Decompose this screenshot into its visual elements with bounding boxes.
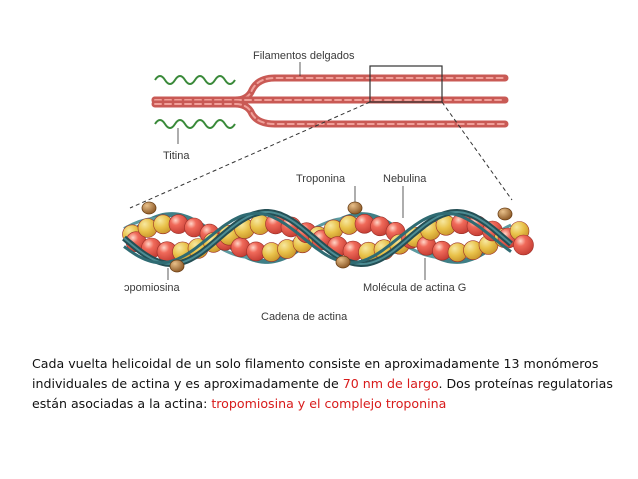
label-nebulin: Nebulina [383, 173, 427, 185]
zoom-box [369, 65, 443, 103]
thin-filament-bundle [151, 74, 509, 128]
troponin-complex [347, 201, 363, 215]
actin-filament-diagram: Filamentos delgados Titina Troponina Neb… [122, 50, 534, 323]
caption-text-1: Cada vuelta helicoidal de un solo filame… [32, 356, 599, 391]
caption: Cada vuelta helicoidal de un solo filame… [32, 354, 622, 414]
tropomyosin-strand-second [123, 211, 512, 265]
troponin-complex [497, 207, 513, 221]
label-troponin: Troponina [296, 173, 346, 185]
caption-text-2: . Dos proteínas regulatorias están asoci… [32, 376, 613, 411]
label-thin-filaments: Filamentos delgados [253, 50, 355, 62]
troponin-complex [141, 201, 157, 215]
zoom-line-right [441, 101, 513, 201]
zoom-line-left [129, 101, 371, 209]
label-titin: Titina [163, 150, 190, 162]
label-actin-g: Molécula de actina G [363, 282, 466, 294]
titin-spring-bottom [154, 119, 236, 129]
thin-filament-overview: Filamentos delgados Titina [129, 50, 513, 209]
troponin-complex [335, 255, 351, 269]
label-actin-chain: Cadena de actina [261, 311, 348, 323]
caption-highlight-length: 70 nm de largo [342, 376, 439, 391]
troponin-complex [169, 259, 185, 273]
caption-highlight-proteins: tropomiosina y el complejo troponina [211, 396, 447, 411]
actin-monomer [513, 234, 534, 256]
titin-spring-top [154, 75, 236, 85]
actin-helix-detail: Troponina Nebulina ɔpomiosina Molécula d… [122, 173, 534, 323]
label-tropomyosin: ɔpomiosina [124, 282, 181, 294]
